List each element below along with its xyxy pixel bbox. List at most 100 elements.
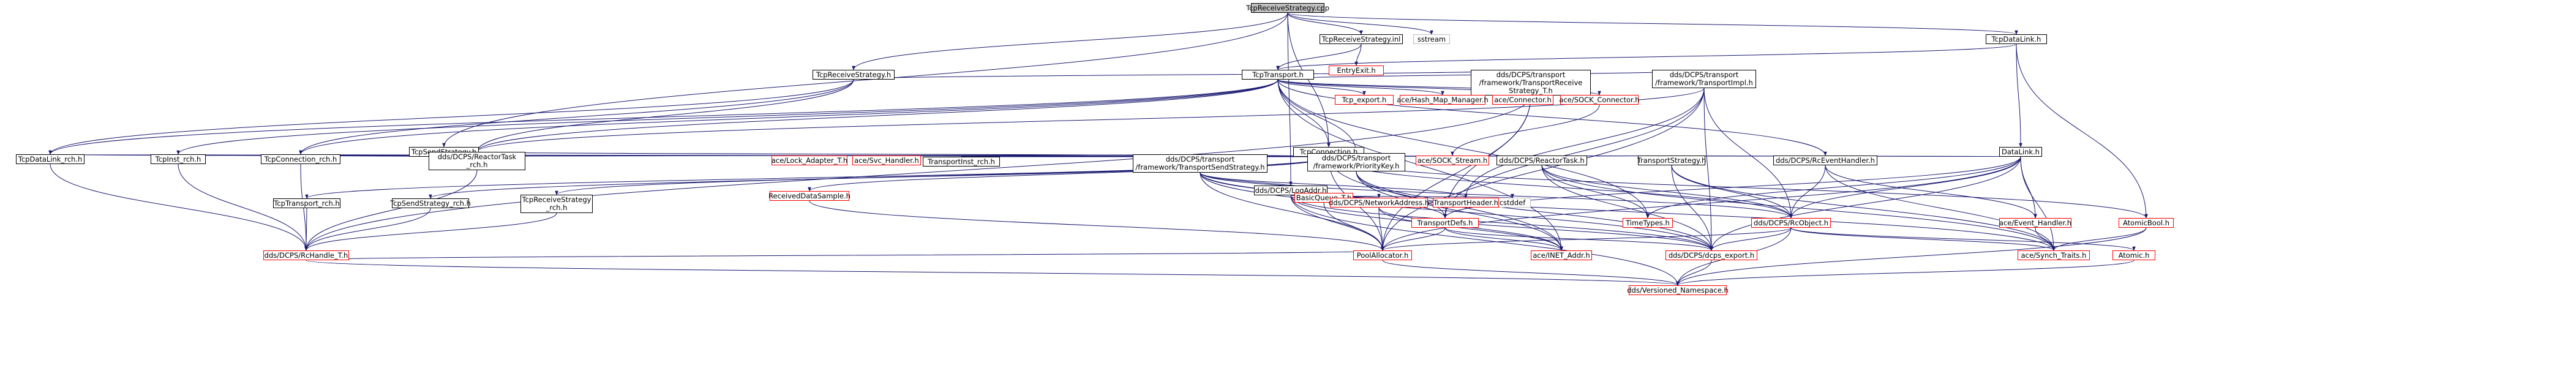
node-trs-inl[interactable]: TcpReceiveStrategy.inl — [1320, 34, 1403, 44]
edge-datalink_h-to-atomicbool — [2016, 43, 2148, 219]
edge-transportstrategy-to-synch_traits — [1671, 165, 2056, 251]
edge-transportdefs-to-poolallocator — [1381, 227, 1446, 251]
edge-ttransport_rch-to-rchandle — [304, 208, 308, 251]
edge-datalink_base-to-event_handler — [2020, 156, 2037, 219]
edge-transport_h-to-prioritykey — [1277, 79, 1358, 154]
node-tcp-export: Tcp_export.h — [1335, 95, 1394, 105]
node-poolallocator: PoolAllocator.h — [1353, 250, 1412, 260]
node-sock-stream: ace/SOCK_Stream.h — [1416, 156, 1489, 165]
edge-datalink_base-to-synch_traits — [2020, 156, 2056, 251]
node-tsendstrat[interactable]: dds/DCPS/transport /framework/TransportS… — [1133, 154, 1267, 173]
edge-transportstrategy-to-rcobject — [1671, 165, 1793, 219]
edge-tsendstrat-to-transportheader — [1200, 172, 1468, 198]
edge-tsendstrat-to-dcps_export — [1200, 172, 1713, 251]
edge-logaddr-to-poolallocator — [1290, 195, 1384, 251]
edge-prioritykey-to-transportdefs — [1356, 171, 1447, 219]
edge-receiveddatasample-to-poolallocator — [809, 200, 1384, 251]
node-transportdefs: TransportDefs.h — [1411, 218, 1479, 228]
node-prioritykey[interactable]: dds/DCPS/transport /framework/PriorityKe… — [1307, 153, 1405, 171]
edge-transportstrategy-to-dcps_export — [1671, 165, 1713, 251]
edge-atomicbool-to-synch_traits — [2052, 227, 2147, 251]
edge-sock_conn-to-sock_stream — [1451, 104, 1600, 156]
node-synch-traits: ace/Synch_Traits.h — [2018, 250, 2090, 260]
node-tdl-rch[interactable]: TcpDataLink_rch.h — [16, 154, 84, 164]
edge-trs_h-to-reactortask_rch — [475, 79, 854, 152]
node-lock-adapter: ace/Lock_Adapter_T.h — [771, 156, 848, 165]
node-transport-h[interactable]: TcpTransport.h — [1242, 70, 1314, 80]
node-hashmap: ace/Hash_Map_Manager.h — [1397, 95, 1489, 105]
node-versioned-ns: dds/Versioned_Namespace.h — [1627, 285, 1729, 295]
edge-trs_t-to-rchandle — [304, 95, 1531, 251]
node-sstream: sstream — [1413, 34, 1450, 44]
edge-rcobject-to-dcps_export — [1710, 227, 1792, 251]
node-ttransport-rch[interactable]: TcpTransport_rch.h — [273, 198, 340, 208]
node-rchandle: dds/DCPS/RcHandle_T.h — [263, 250, 349, 260]
edge-prioritykey-to-dcps_export — [1356, 171, 1713, 251]
edge-netaddr-to-dcps_export — [1378, 207, 1713, 251]
node-trs-t[interactable]: dds/DCPS/transport /framework/TransportR… — [1471, 70, 1591, 96]
edge-tss_rch-to-rchandle — [304, 208, 431, 251]
edge-tconn_h-to-trs_rch — [555, 156, 1329, 195]
node-reactortask[interactable]: dds/DCPS/ReactorTask.h — [1496, 156, 1587, 165]
edge-datalink_base-to-rcobject — [1789, 156, 2021, 219]
node-svc-handler: ace/Svc_Handler.h — [852, 156, 921, 165]
edge-rchandle-to-poolallocator — [306, 250, 1384, 261]
node-tss-rch[interactable]: TcpSendStrategy_rch.h — [390, 198, 471, 208]
node-rcobject: dds/DCPS/RcObject.h — [1751, 218, 1831, 228]
node-datalink-h[interactable]: TcpDataLink.h — [1986, 34, 2047, 44]
edge-netaddr-to-inet_addr — [1378, 207, 1563, 251]
node-datalink-base[interactable]: DataLink.h — [1999, 147, 2042, 157]
node-transportstrategy[interactable]: TransportStrategy.h — [1637, 156, 1707, 165]
edge-tsendstrat-to-synch_traits — [1200, 172, 2056, 251]
node-tinst-rch2[interactable]: TransportInst_rch.h — [923, 157, 1000, 167]
edge-timpl_h-to-transportheader — [1464, 88, 1705, 198]
edge-root-to-sstream — [1287, 12, 1433, 35]
node-cstddef: cstddef — [1494, 198, 1531, 208]
node-netaddr: dds/DCPS/NetworkAddress.h — [1328, 198, 1430, 208]
node-sock-conn: ace/SOCK_Connector.h — [1559, 95, 1640, 105]
node-event-handler: ace/Event_Handler.h — [1999, 218, 2072, 228]
node-tinst-rch[interactable]: TcpInst_rch.h — [151, 154, 206, 164]
edge-timpl_h-to-rcobject — [1703, 88, 1793, 219]
edge-datalink_h-to-datalink_base — [2016, 43, 2022, 148]
edge-poolallocator-to-versioned_ns — [1382, 260, 1680, 286]
edge-trs_h-to-tdl_rch — [48, 79, 854, 155]
edge-datalink_base-to-transportdefs — [1443, 156, 2021, 219]
edge-reactortask-to-synch_traits — [1541, 165, 2056, 251]
edge-transport_h-to-tconn_rch — [299, 79, 1279, 155]
node-tconn-rch[interactable]: TcpConnection_rch.h — [261, 154, 340, 164]
edge-root-to-tss_h — [442, 12, 1288, 148]
node-reactortask-rch[interactable]: dds/DCPS/ReactorTask _rch.h — [429, 152, 525, 170]
edge-reactortask-to-timetypes — [1541, 165, 1650, 219]
edge-root-to-trs_h — [852, 12, 1288, 70]
edge-transport_h-to-hashmap — [1277, 79, 1444, 96]
node-rceventhandler[interactable]: dds/DCPS/RcEventHandler.h — [1773, 156, 1877, 165]
edge-logaddr-to-versioned_ns — [1290, 195, 1680, 286]
edge-rcobject-to-poolallocator — [1381, 227, 1792, 251]
edge-transport_h-to-tdl_rch — [48, 79, 1279, 155]
edge-transport_h-to-reactortask_rch — [475, 79, 1279, 152]
edge-transport_h-to-rceventhandler — [1277, 79, 1827, 156]
edge-basicqueue-to-poolallocator — [1323, 202, 1384, 251]
edge-datalink_h-to-transport_h — [1276, 43, 2017, 70]
edge-transport_h-to-tcp_export — [1277, 79, 1366, 96]
edge-tdl_rch-to-rchandle — [50, 163, 308, 251]
node-transportheader: TransportHeader.h — [1433, 198, 1499, 208]
edge-rceventhandler-to-rcobject — [1789, 165, 1826, 219]
edge-reactortask_rch-to-rchandle — [304, 170, 478, 251]
node-entryexit: EntryExit.h — [1329, 66, 1384, 75]
node-timpl-h[interactable]: dds/DCPS/transport /framework/TransportI… — [1652, 70, 1756, 88]
node-trs-h[interactable]: TcpReceiveStrategy.h — [813, 70, 895, 80]
node-receiveddatasample: ReceivedDataSample.h — [768, 191, 851, 201]
edge-root-to-trs_inl — [1287, 12, 1363, 35]
edge-rcobject-to-atomic — [1790, 227, 2136, 251]
edge-netaddr-to-poolallocator — [1378, 207, 1384, 251]
node-trs-rch[interactable]: TcpReceiveStrategy _rch.h — [520, 195, 593, 213]
node-inet-addr: ace/INET_Addr.h — [1531, 250, 1592, 260]
node-connector: ace/Connector.h — [1492, 95, 1553, 105]
edge-atomicbool-to-versioned_ns — [1676, 227, 2147, 286]
edge-transportdefs-to-inet_addr — [1444, 227, 1563, 251]
node-atomic: Atomic.h — [2112, 250, 2155, 260]
